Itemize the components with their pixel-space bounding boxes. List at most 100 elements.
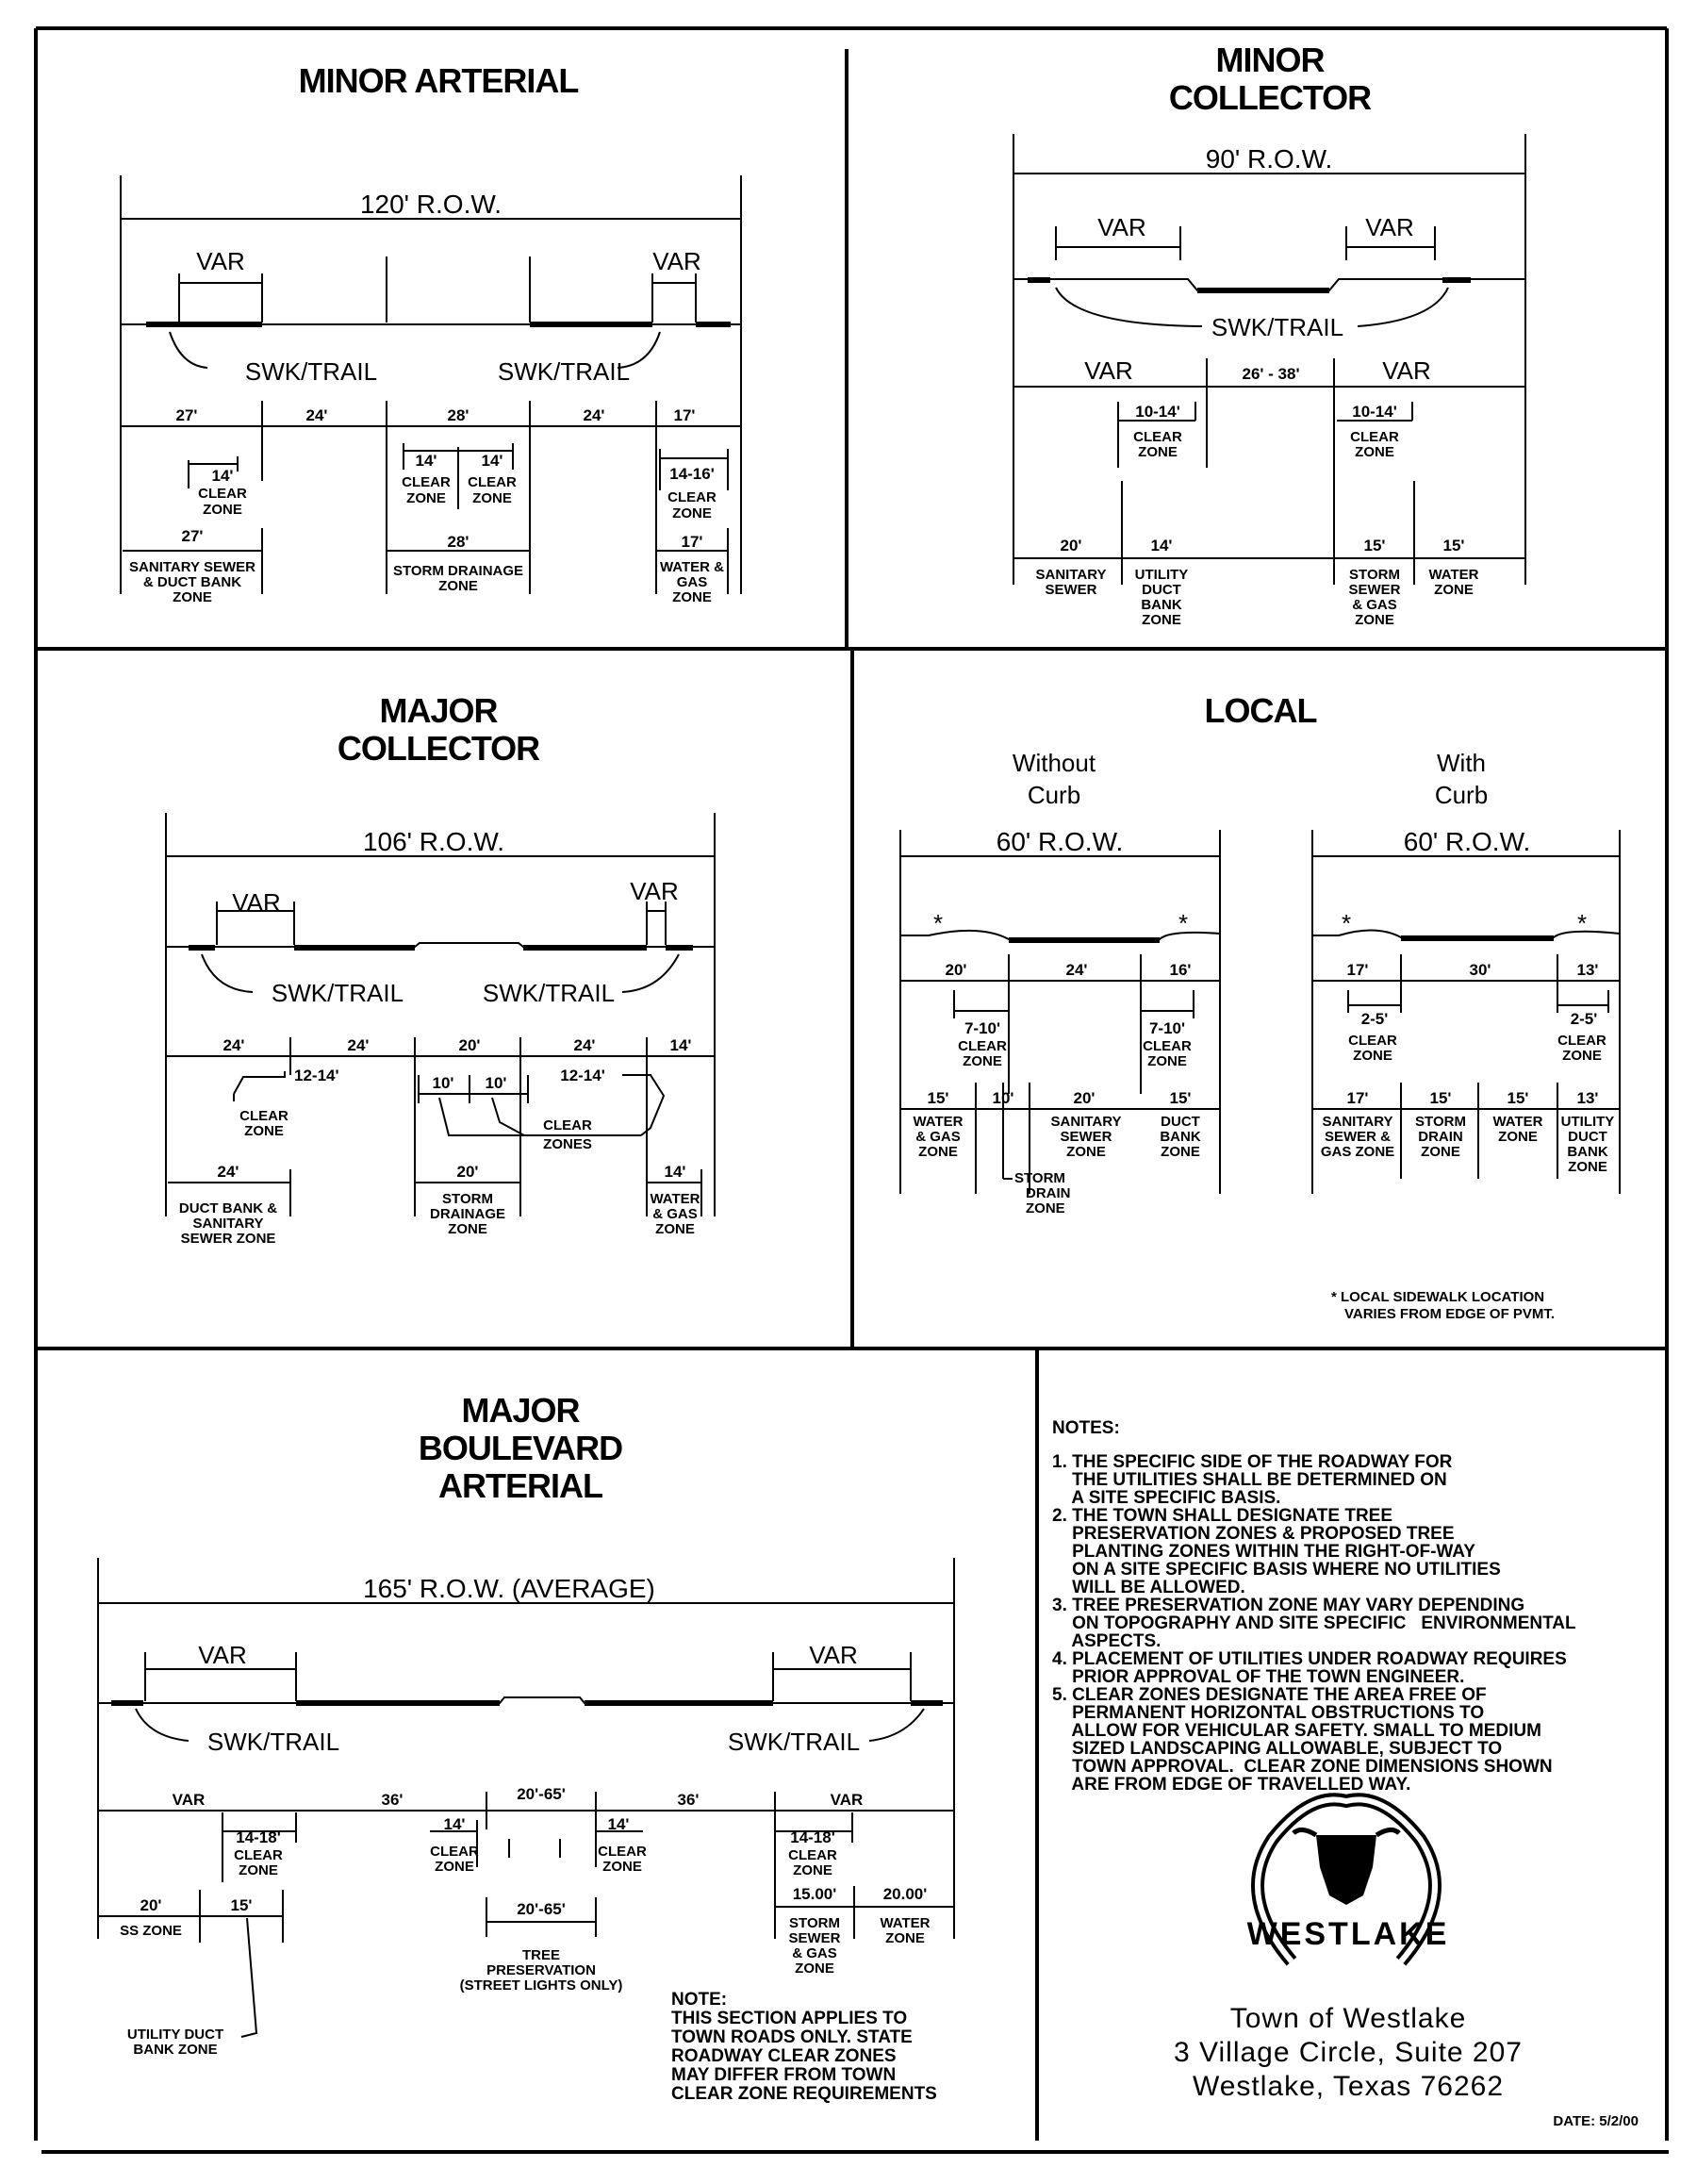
zone-dim: 20' xyxy=(1074,1089,1096,1107)
zone-dim: 17' xyxy=(682,533,703,551)
note-line: PRESERVATION ZONES & PROPOSED TREE xyxy=(1052,1524,1455,1544)
utility-duct-label: UTILITY DUCT xyxy=(127,2027,223,2043)
note-line: ARE FROM EDGE OF TRAVELLED WAY. xyxy=(1052,1775,1410,1795)
zone-name: DUCT xyxy=(1142,582,1181,598)
zone-name: DUCT BANK & xyxy=(179,1200,277,1216)
tree-label: PRESERVATION xyxy=(486,1962,596,1978)
zone-dim: 15' xyxy=(1443,537,1465,554)
var-label: VAR xyxy=(809,1641,858,1669)
zone-name: ZONE xyxy=(1421,1144,1460,1160)
dim-label: 28' xyxy=(448,406,470,424)
with-curb-label: Curb xyxy=(1435,781,1488,809)
zone-name: STORM xyxy=(1349,567,1400,583)
zone-name: SANITARY xyxy=(1051,1114,1122,1130)
swk-trail-label: SWK/TRAIL xyxy=(1211,313,1343,341)
dim-label: 20' xyxy=(459,1036,481,1054)
zone-label: ZONE xyxy=(793,1862,832,1878)
major-boulevard-section: MAJOR BOULEVARD ARTERIAL 165' R.O.W. (AV… xyxy=(97,1391,955,2104)
local-row: 60' R.O.W. xyxy=(1404,827,1531,856)
local-row: 60' R.O.W. xyxy=(997,827,1124,856)
zone-dim: 15.00' xyxy=(793,1885,837,1903)
zone-label: ZONE xyxy=(1562,1048,1602,1064)
zone-name: DRAIN xyxy=(1418,1129,1463,1145)
zone-name: SEWER xyxy=(1060,1129,1112,1145)
address-line: 3 Village Circle, Suite 207 xyxy=(1174,2037,1523,2068)
clear-label: CLEAR xyxy=(234,1847,283,1863)
note-line: 5. CLEAR ZONES DESIGNATE THE AREA FREE O… xyxy=(1052,1685,1487,1705)
zone-dim: 20'-65' xyxy=(517,1900,566,1918)
ss-zone-label: SS ZONE xyxy=(120,1923,182,1939)
dim-label: 24' xyxy=(1066,961,1088,979)
var-label: VAR xyxy=(1097,213,1146,241)
clear-label: CLEAR xyxy=(958,1038,1007,1054)
note-line: PERMANENT HORIZONTAL OBSTRUCTIONS TO xyxy=(1052,1703,1484,1723)
zone-name: SANITARY SEWER xyxy=(129,559,255,575)
clear-dim: 7-10' xyxy=(964,1019,1000,1037)
zone-label: ZONE xyxy=(244,1123,284,1139)
clear-label: CLEAR xyxy=(402,474,451,490)
clear-dim: 14' xyxy=(416,452,437,470)
notes-title: NOTES: xyxy=(1052,1418,1120,1438)
minor-arterial-title: MINOR ARTERIAL xyxy=(299,61,579,100)
dim-label: 30' xyxy=(1470,961,1491,979)
zone-name: ZONE xyxy=(1434,582,1474,598)
note-line: ASPECTS. xyxy=(1052,1631,1161,1651)
clear-dim: 7-10' xyxy=(1149,1019,1185,1037)
swk-trail-label: SWK/TRAIL xyxy=(207,1728,339,1756)
clear-label: CLEAR xyxy=(198,486,247,502)
zone-name: ZONE xyxy=(885,1930,925,1946)
dim-label: 24' xyxy=(574,1036,596,1054)
zone-dim: 20' xyxy=(140,1896,162,1914)
zone-name: ZONE xyxy=(1142,612,1181,628)
zone-name: BANK xyxy=(1141,597,1181,613)
major-collector-title: COLLECTOR xyxy=(338,729,540,768)
note-line: THE UTILITIES SHALL BE DETERMINED ON xyxy=(1052,1470,1447,1490)
clear-dim: 2-5' xyxy=(1571,1010,1598,1028)
dim-label: 17' xyxy=(1347,961,1369,979)
clear-dim: 14-18' xyxy=(236,1828,281,1846)
zone-label: ZONE xyxy=(406,490,446,506)
minor-arterial-row: 120' R.O.W. xyxy=(360,190,502,219)
note-line: SIZED LANDSCAPING ALLOWABLE, SUBJECT TO xyxy=(1052,1739,1502,1759)
zone-name: & GAS xyxy=(915,1129,961,1145)
swk-trail-label: SWK/TRAIL xyxy=(245,357,377,386)
zone-name: & GAS xyxy=(792,1945,837,1961)
note-line: PRIOR APPROVAL OF THE TOWN ENGINEER. xyxy=(1052,1667,1464,1687)
sheet-frame xyxy=(34,26,1669,2154)
zone-name: DUCT xyxy=(1161,1114,1200,1130)
zone-name: ZONE xyxy=(655,1221,695,1237)
storm-drain-label: ZONE xyxy=(1026,1200,1065,1216)
dim-label: 20' xyxy=(946,961,967,979)
section-note-line: CLEAR ZONE REQUIREMENTS xyxy=(671,2084,937,2104)
zone-dim: 24' xyxy=(218,1163,239,1181)
major-collector-section: MAJOR COLLECTOR 106' R.O.W. VAR VAR SWK/… xyxy=(165,691,716,1247)
clear-dim: 10-14' xyxy=(1135,403,1180,421)
dim-label: VAR xyxy=(1382,356,1431,385)
local-footnote: VARIES FROM EDGE OF PVMT. xyxy=(1344,1306,1555,1322)
major-boulevard-title: MAJOR xyxy=(461,1391,580,1430)
clear-label: CLEAR xyxy=(430,1844,479,1860)
clear-label: CLEAR xyxy=(1557,1033,1606,1049)
clear-label: CLEAR xyxy=(1350,429,1399,445)
dim-label: 36' xyxy=(382,1791,404,1809)
var-label: VAR xyxy=(1365,213,1414,241)
zone-name: ZONE xyxy=(448,1221,487,1237)
zone-name: SEWER xyxy=(1348,582,1400,598)
zone-label: ZONE xyxy=(1147,1053,1187,1069)
note-line: 1. THE SPECIFIC SIDE OF THE ROADWAY FOR xyxy=(1052,1452,1453,1472)
zone-dim: 17' xyxy=(1347,1089,1369,1107)
major-boulevard-title: BOULEVARD xyxy=(419,1429,622,1467)
dim-label: 36' xyxy=(678,1791,700,1809)
zone-dim: 15' xyxy=(1170,1089,1192,1107)
dim-label: 17' xyxy=(674,406,696,424)
dim-label: VAR xyxy=(831,1791,864,1809)
dim-label: VAR xyxy=(173,1791,206,1809)
zone-name: SANITARY xyxy=(1036,567,1107,583)
zone-name: ZONE xyxy=(173,589,212,605)
clear-dim: 14' xyxy=(482,452,503,470)
zone-name: ZONE xyxy=(918,1144,958,1160)
swk-trail-label: SWK/TRAIL xyxy=(498,357,630,386)
zone-name: & GAS xyxy=(1352,597,1397,613)
clear-dim: 12-14' xyxy=(560,1067,605,1084)
zone-dim: 10' xyxy=(993,1089,1014,1107)
